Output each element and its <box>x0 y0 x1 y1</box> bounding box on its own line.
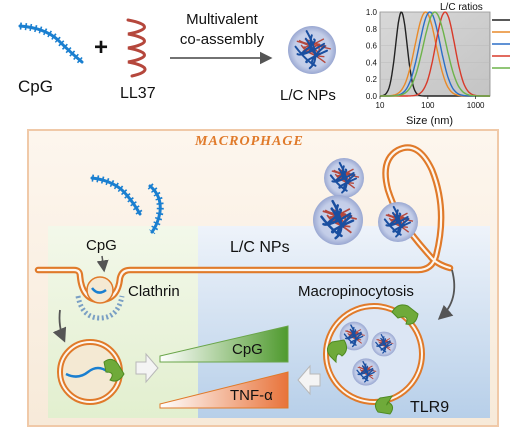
chart-y-tick-label: 0.4 <box>366 58 378 67</box>
np-dna <box>375 341 387 353</box>
tlr9-label: TLR9 <box>410 399 449 416</box>
nps-label-top: L/C NPs <box>280 87 336 104</box>
chart-xlabel: Size (nm) <box>406 115 453 127</box>
np-dna <box>385 216 409 227</box>
cpg-bar-label: CpG <box>232 341 263 358</box>
chart-y-tick-label: 0.6 <box>366 42 378 51</box>
np-dna <box>376 340 391 347</box>
np-dna <box>294 45 317 67</box>
tnf-bar-label: TNF-α <box>230 387 273 404</box>
ll37-label: LL37 <box>120 85 156 102</box>
macropinocytosis-arrow <box>437 269 456 320</box>
cpg-label-panel: CpG <box>86 237 117 254</box>
tlr9-receptor-top <box>391 304 419 325</box>
cpg-strand-top <box>18 22 85 65</box>
tlr9-receptor-bottom <box>374 395 394 415</box>
np-dna <box>296 42 326 56</box>
chart-x-tick-label: 1000 <box>467 101 485 110</box>
np-dna <box>362 371 375 380</box>
signal-arrow-right <box>297 364 321 396</box>
internalization-arrow <box>52 309 67 343</box>
plus-sign: + <box>94 34 108 61</box>
nanoparticle-panel-2 <box>313 195 363 245</box>
chart-legend <box>492 19 510 69</box>
chart-x-tick-label: 100 <box>421 101 435 110</box>
nps-label-panel: L/C NPs <box>230 239 290 256</box>
macropinocytosis-label: Macropinocytosis <box>298 283 414 300</box>
chart-title: L/C ratios <box>440 2 483 13</box>
clathrin-label: Clathrin <box>128 283 180 300</box>
chart-series <box>380 11 490 97</box>
chart-y-tick-label: 1.0 <box>366 8 378 17</box>
nanoparticle-top <box>288 26 336 74</box>
chart-x-tick-label: 10 <box>376 101 385 110</box>
chart-y-tick-label: 0.8 <box>366 25 378 34</box>
chart-y-ticks: 0.0 0.2 0.4 0.6 0.8 1.0 <box>366 8 378 101</box>
np-dna <box>320 215 343 238</box>
chart-series-line-5 <box>380 11 490 97</box>
signal-arrow-left <box>135 352 159 384</box>
np-dna <box>329 174 348 192</box>
np-dna <box>322 212 352 226</box>
tlr9-receptor-left <box>103 358 125 382</box>
cpg-strand-1 <box>90 174 144 216</box>
nanoparticle-endosome-2 <box>371 331 397 357</box>
endosome-left <box>57 339 123 405</box>
arrow-text-line1: Multivalent <box>186 11 259 28</box>
np-dna <box>357 367 374 376</box>
ll37-helix <box>126 18 147 78</box>
np-dna <box>392 221 411 233</box>
cpg-uptake-bar <box>159 325 289 363</box>
np-dna <box>383 218 402 236</box>
np-dna <box>343 333 357 346</box>
arrow-text-line2: co-assembly <box>180 31 265 48</box>
macrophage-title: MACROPHAGE <box>194 134 304 149</box>
clathrin-pit <box>86 276 114 304</box>
chart-plot-area <box>379 11 491 97</box>
nanoparticle-endosome-1 <box>339 321 369 351</box>
chart-y-tick-label: 0.0 <box>366 92 378 101</box>
nanoparticle-panel-3 <box>378 202 418 242</box>
cpg-strand-2 <box>147 183 164 235</box>
cpg-in-pit <box>91 287 107 294</box>
nanoparticle-endosome-3 <box>352 358 380 386</box>
cpg-arrow <box>96 255 109 273</box>
np-dna <box>356 369 369 382</box>
chart-x-ticks: 10 100 1000 <box>376 96 485 110</box>
chart-y-tick-label: 0.2 <box>366 75 378 84</box>
cpg-label-top: CpG <box>18 77 53 96</box>
np-dna <box>380 343 393 351</box>
np-dna <box>330 219 355 234</box>
np-dna <box>338 177 357 189</box>
np-dna <box>344 331 362 340</box>
np-dna <box>349 335 364 344</box>
tnf-bar <box>159 371 289 409</box>
tlr9-receptor-middle <box>326 339 348 364</box>
nanoparticle-panel-1 <box>324 158 364 198</box>
np-dna <box>331 172 355 183</box>
np-dna <box>305 49 328 64</box>
